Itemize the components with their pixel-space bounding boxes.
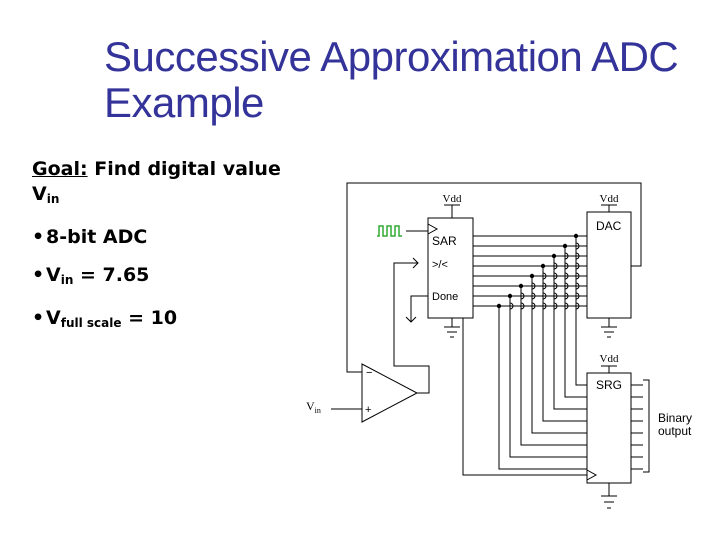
- wire-hop: [531, 292, 536, 300]
- srg-input-line: [553, 256, 587, 410]
- bullet-list: Goal: Find digital value Vin •8-bit ADC …: [32, 156, 332, 335]
- wire-hop: [575, 242, 580, 250]
- sar-adc-circuit: Vdd SAR >/< Done Vdd DAC Vdd SRG − + Vin…: [306, 182, 692, 509]
- bullet-vfs: •Vfull scale = 10: [32, 306, 332, 335]
- wire-hop: [542, 292, 547, 300]
- sar-done-label: Done: [432, 291, 458, 303]
- wire-hop: [531, 302, 536, 310]
- clock-icon: [377, 225, 402, 237]
- wire-hop: [553, 272, 558, 280]
- bullet-rest: = 10: [121, 307, 178, 329]
- srg-input-line: [509, 296, 587, 458]
- wire-hop: [575, 272, 580, 280]
- bullet-sub: full scale: [60, 316, 122, 330]
- srg-input-line: [498, 306, 587, 470]
- bullet-main: V: [46, 264, 61, 286]
- wire-hop: [520, 302, 525, 310]
- binary-output-line1: Binary: [658, 411, 692, 425]
- bullet-main: V: [46, 307, 61, 329]
- sar-block: [427, 217, 474, 319]
- title-line-2: Example: [104, 79, 264, 126]
- sar-label: SAR: [432, 234, 457, 248]
- sar-vdd: Vdd: [443, 193, 462, 205]
- wire-hop: [520, 292, 525, 300]
- comparator: [361, 363, 419, 423]
- bullet-text: 8-bit ADC: [46, 226, 148, 248]
- dac-label: DAC: [596, 219, 622, 233]
- junction-dot: [529, 273, 535, 279]
- junction-dot: [551, 253, 557, 259]
- wire-hop: [564, 262, 569, 270]
- wire-hop: [542, 282, 547, 290]
- bullet-vin: •Vin = 7.65: [32, 263, 332, 292]
- wire-hop: [564, 292, 569, 300]
- wire-hop: [542, 302, 547, 310]
- wire-hop: [542, 272, 547, 280]
- wire-hop: [575, 282, 580, 290]
- binary-output-line2: output: [658, 424, 692, 438]
- wire-hop: [575, 292, 580, 300]
- comparator-minus: −: [366, 367, 372, 379]
- wire-hop: [575, 302, 580, 310]
- sar-compare-label: >/<: [432, 259, 448, 271]
- goal-line: Goal: Find digital value: [32, 156, 332, 182]
- bullet-sub: in: [60, 273, 74, 287]
- junction-dot: [496, 303, 502, 309]
- goal-label: Goal:: [32, 158, 88, 180]
- goal-text: Find digital value: [87, 158, 281, 180]
- wire-hop: [531, 282, 536, 290]
- goal-vin-main: V: [32, 183, 47, 205]
- vin-input-label: Vin: [306, 399, 321, 415]
- junction-dot: [573, 233, 579, 239]
- dac-vdd: Vdd: [600, 193, 619, 205]
- bullet-dot-icon: •: [32, 264, 45, 286]
- wire-hop: [575, 262, 580, 270]
- junction-dot: [507, 293, 513, 299]
- wire-hop: [564, 282, 569, 290]
- junction-dot: [540, 263, 546, 269]
- title-line-1: Successive Approximation ADC: [104, 33, 679, 80]
- srg-input-line: [520, 286, 587, 446]
- junction-dot: [562, 243, 568, 249]
- goal-vin: Vin: [32, 182, 332, 211]
- srg-vdd: Vdd: [600, 353, 619, 365]
- wire-hop: [564, 302, 569, 310]
- bullet-bit-width: •8-bit ADC: [32, 225, 332, 249]
- wire-hop: [509, 302, 514, 310]
- wire-hop: [553, 292, 558, 300]
- wire-hop: [564, 272, 569, 280]
- slide-title: Successive Approximation ADC Example: [104, 34, 714, 126]
- junction-dot: [518, 283, 524, 289]
- wire-hop: [553, 302, 558, 310]
- wire-hop: [564, 252, 569, 260]
- bullet-rest: = 7.65: [73, 264, 150, 286]
- wire-hop: [553, 282, 558, 290]
- goal-vin-sub: in: [46, 192, 60, 206]
- srg-input-line: [531, 276, 587, 434]
- wire-hop: [575, 252, 580, 260]
- wire-hop: [553, 262, 558, 270]
- comparator-plus: +: [365, 404, 371, 416]
- srg-input-line: [542, 266, 587, 422]
- bullet-dot-icon: •: [32, 307, 45, 329]
- bullet-dot-icon: •: [32, 226, 45, 248]
- srg-label: SRG: [596, 378, 622, 392]
